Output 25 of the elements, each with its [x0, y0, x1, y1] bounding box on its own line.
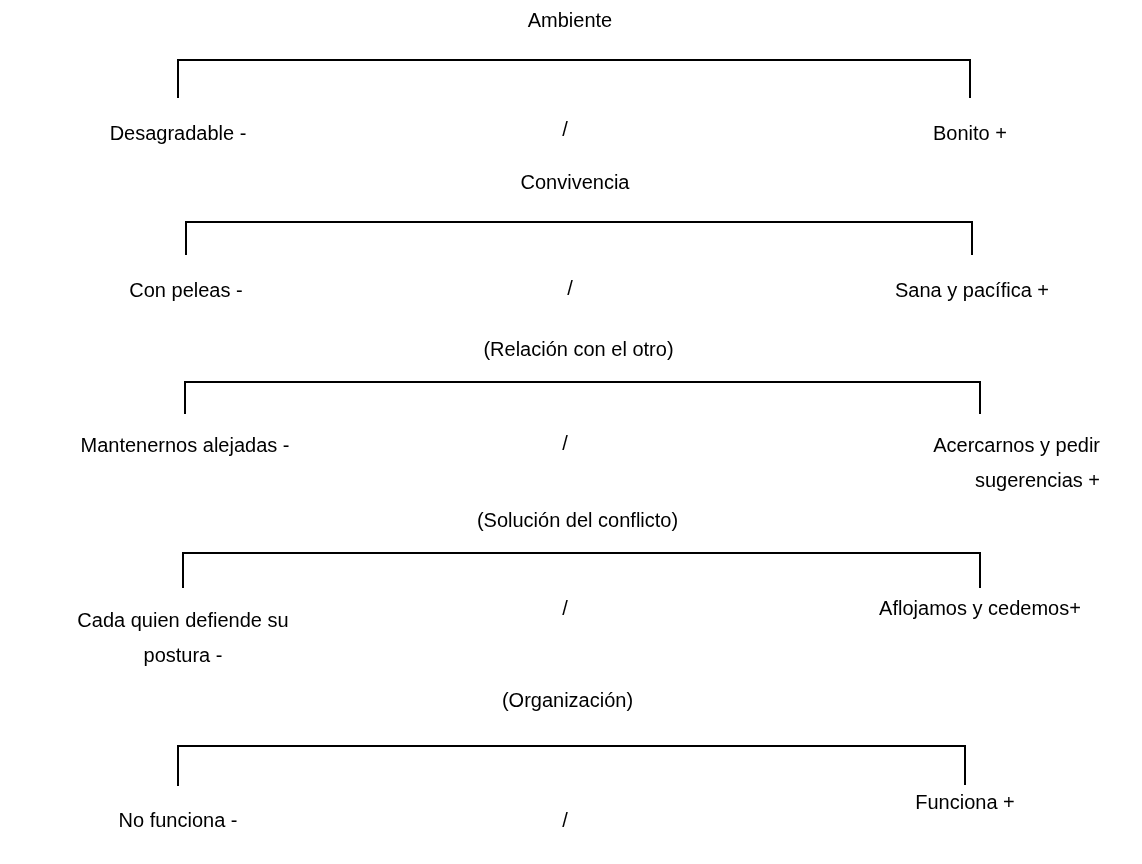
pole-label: Cada quien defiende su postura -: [53, 588, 313, 673]
pole-label: Con peleas -: [76, 255, 296, 308]
pole-label: Aflojamos y cedemos+: [840, 588, 1120, 626]
edge-label: (Solución del conflicto): [476, 508, 679, 532]
separator-slash: /: [562, 596, 568, 620]
edge-label: (Organización): [501, 688, 634, 712]
separator-slash: /: [562, 431, 568, 455]
edge-label: (Relación con el otro): [483, 337, 674, 361]
pole-label: Sana y pacífica +: [852, 255, 1092, 308]
bracket-line: [182, 552, 981, 589]
pole-label: No funciona -: [78, 786, 278, 838]
separator-slash: /: [562, 808, 568, 832]
pole-label: Funciona +: [875, 785, 1055, 820]
bracket-line: [185, 221, 973, 256]
edge-label: Convivencia: [520, 170, 630, 194]
separator-slash: /: [562, 117, 568, 141]
pole-label: Acercarnos y pedir sugerencias +: [860, 414, 1100, 498]
pole-label: Bonito +: [870, 98, 1070, 151]
bracket-line: [184, 381, 981, 415]
edge-label: Ambiente: [527, 8, 613, 32]
bracket-line: [177, 59, 971, 99]
separator-slash: /: [567, 276, 573, 300]
pole-label: Mantenernos alejadas -: [35, 414, 335, 463]
bracket-line: [177, 745, 966, 787]
pole-label: Desagradable -: [48, 98, 308, 151]
